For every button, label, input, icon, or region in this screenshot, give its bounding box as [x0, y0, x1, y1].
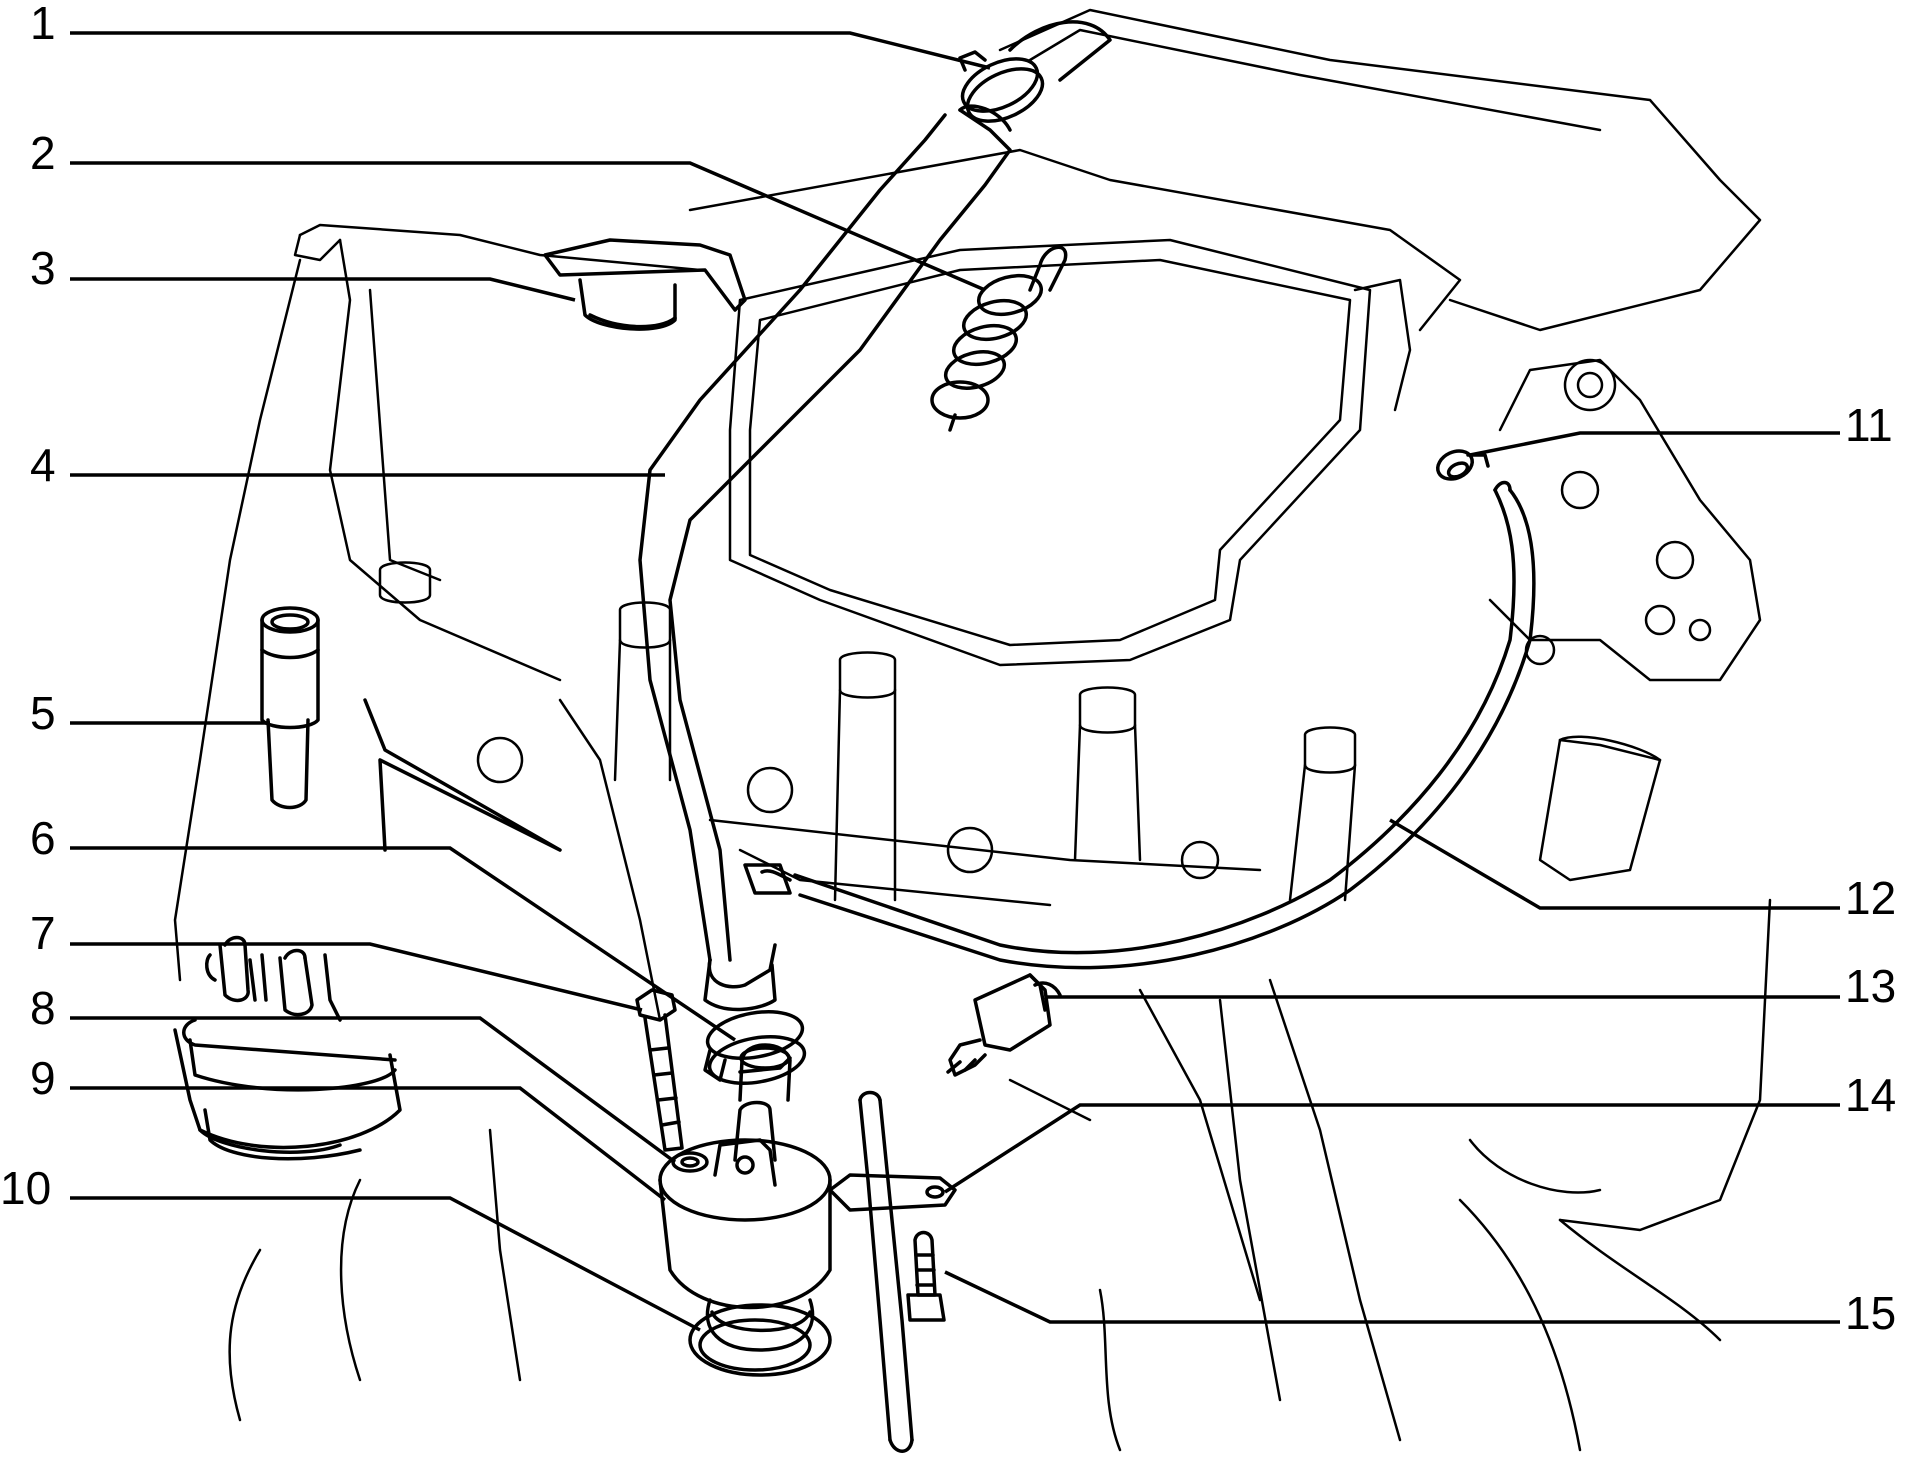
- leader-9: [70, 1086, 667, 1202]
- part-15-stud-bolt: [906, 1230, 946, 1322]
- callout-11: 11: [1845, 399, 1893, 451]
- part-6-hose-clamp: [703, 1010, 807, 1085]
- callout-2: 2: [30, 127, 56, 179]
- leader-7: [70, 942, 643, 1012]
- callout-6: 6: [30, 812, 56, 864]
- callout-7: 7: [30, 907, 56, 959]
- callout-15: 15: [1845, 1287, 1897, 1339]
- leader-10: [70, 1196, 701, 1332]
- part-14-dipstick-tube: [828, 1090, 957, 1453]
- engine-block-outline: [173, 8, 1772, 1452]
- leader-12: [1389, 818, 1840, 910]
- part-3-oil-filler-cap: [543, 238, 747, 331]
- part-10-gasket: [688, 1298, 832, 1377]
- callout-10: 10: [0, 1162, 52, 1214]
- part-5-pipe-union: [260, 606, 320, 810]
- leader-8: [70, 1016, 677, 1164]
- callout-4: 4: [30, 439, 56, 491]
- callout-13: 13: [1845, 960, 1897, 1012]
- callout-8: 8: [30, 982, 56, 1034]
- callout-9: 9: [30, 1052, 56, 1104]
- leader-lines: [70, 31, 1840, 1332]
- callout-12: 12: [1845, 872, 1897, 924]
- leader-6: [70, 846, 736, 1042]
- callout-3: 3: [30, 242, 56, 294]
- distributor: [173, 935, 402, 1161]
- part-12-small-hose: [743, 480, 1536, 970]
- callout-14: 14: [1845, 1069, 1897, 1121]
- part-9-oil-separator: [658, 1043, 832, 1310]
- leader-1: [70, 31, 991, 70]
- callout-5: 5: [30, 687, 56, 739]
- leader-11: [1469, 431, 1840, 457]
- leader-14: [944, 1103, 1840, 1194]
- part-7-bolt: [635, 988, 684, 1152]
- part-1-hose-clamp: [958, 20, 1112, 123]
- part-2-breather-valve: [930, 245, 1068, 432]
- callout-1: 1: [30, 0, 56, 49]
- leader-2: [70, 161, 986, 292]
- leader-15: [944, 1270, 1840, 1324]
- part-4-breather-hose: [638, 104, 1012, 1012]
- manifold-bracket: [363, 698, 562, 852]
- part-13-pressure-switch: [946, 973, 1062, 1077]
- leader-3: [70, 277, 576, 302]
